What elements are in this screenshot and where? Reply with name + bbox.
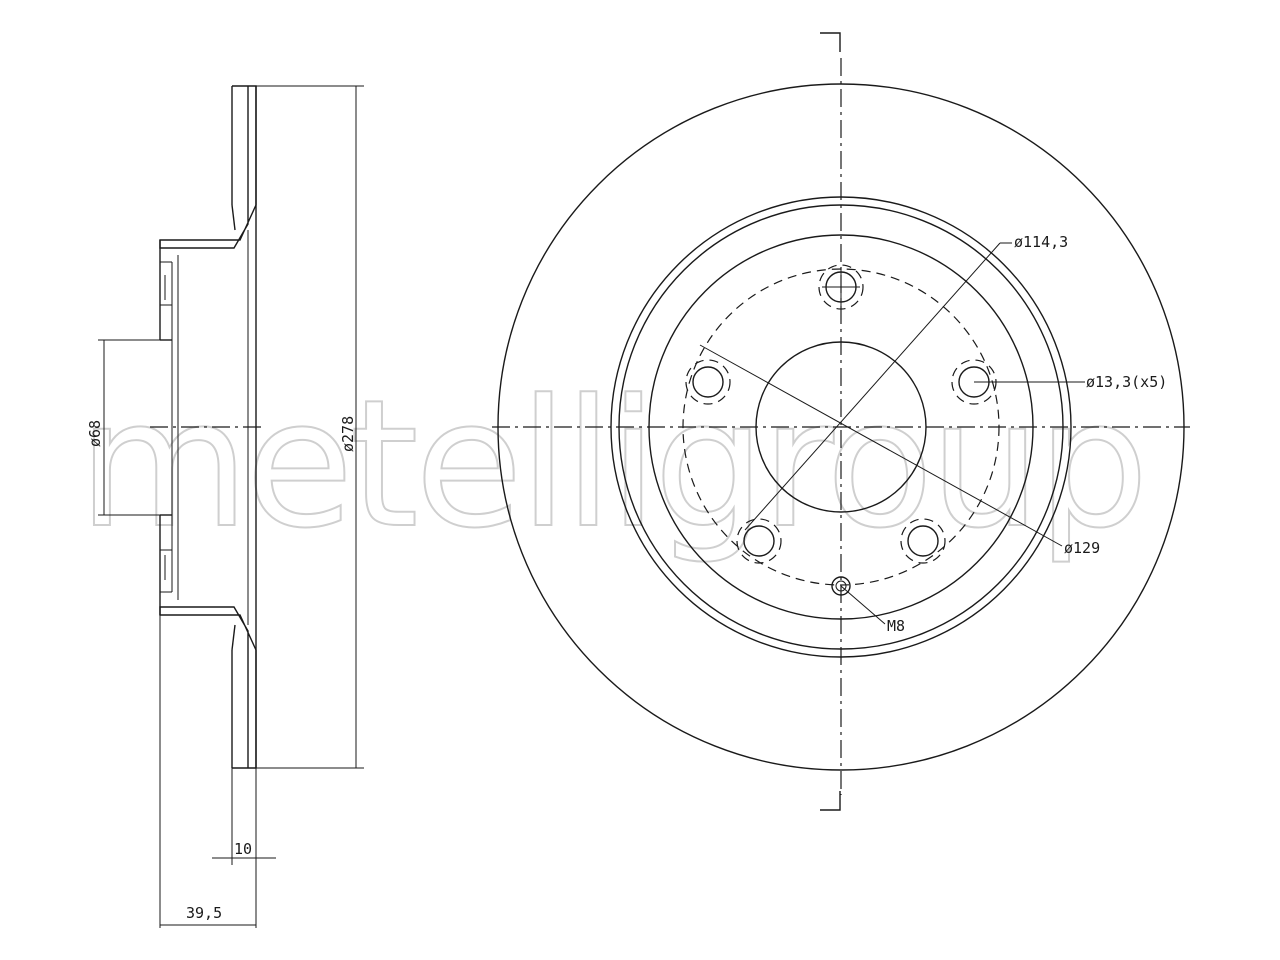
dim-hub-diameter: ø129 [1064,539,1100,557]
dim-pcd: ø114,3 [1014,233,1068,251]
bolt-hole [685,359,731,405]
bolt-hole [900,518,946,564]
bolt-hole [818,264,864,310]
hub-hatch-upper [159,304,173,341]
dim-hole-size: ø13,3(x5) [1086,373,1167,391]
section-profile-upper [159,85,257,249]
dim-outer-diameter: ø278 [339,416,357,452]
dim-center-bore: ø68 [86,420,104,447]
thread-hole [831,576,851,596]
front-view: ø114,3 ø13,3(x5) ø129 M8 [492,32,1190,811]
dim-height: 39,5 [186,904,222,922]
bolt-hole [736,518,782,564]
section-profile-lower [159,606,257,769]
side-section-view: ø278 ø68 10 39,5 [86,85,364,928]
dim-thickness: 10 [234,840,252,858]
dim-thread: M8 [887,617,905,635]
